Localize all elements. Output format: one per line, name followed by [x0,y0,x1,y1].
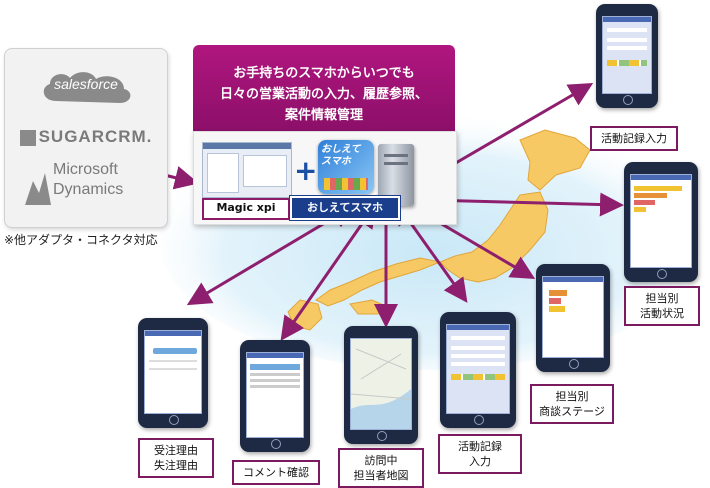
phone-screen [446,324,510,414]
plus-icon: + [294,154,318,187]
home-button [377,431,387,441]
arrow-activity-input-bottom [394,200,468,303]
phone-screen [144,330,202,414]
cloud-icon [43,72,131,103]
phone-screen [350,338,412,430]
caption-negotiation-stage: 担当別 商談ステージ [530,384,614,424]
phone-screen [630,174,692,268]
home-button [169,415,179,425]
caption-activity-input-bottom: 活動記録 入力 [438,434,522,474]
home-button [623,95,633,105]
phone-visit-map [344,326,418,444]
oshiete-sumaho-app-icon: おしえて スマホ [318,140,374,194]
adapter-note: ※他アダプタ・コネクタ対応 [4,233,158,247]
dynamics-icon [25,173,51,205]
map-thumbnail [351,348,411,429]
phone-activity-input-bottom [440,312,516,428]
server-panel: Magic xpi + おしえて スマホ おしえてスマホ [193,131,457,225]
salesforce-logo: salesforce [5,67,167,127]
phone-order-reason [138,318,208,428]
caption-order-reason: 受注理由 失注理由 [138,438,214,478]
crm-systems-panel: salesforce SUGARCRM. Microsoft Dynamics [4,48,168,228]
phone-screen [246,352,304,438]
home-button [569,359,579,369]
magic-xpi-screenshot [202,142,292,198]
oshiete-sumaho-label: おしえてスマホ [289,195,401,221]
phone-activity-input-top [596,4,658,108]
server-icon [378,144,414,206]
home-button [271,439,281,449]
phone-screen [542,276,604,358]
caption-comment-check: コメント確認 [232,460,320,485]
phone-negotiation-stage [536,264,610,372]
magic-xpi-label: Magic xpi [202,198,290,220]
home-button [474,415,484,425]
phone-screen [602,16,652,94]
sugarcube-icon [19,129,36,146]
headline-banner: お手持ちのスマホからいつでも 日々の営業活動の入力、履歴参照、 案件情報管理 [193,45,455,131]
sugarcrm-logo: SUGARCRM. [5,127,167,147]
arrow-order-reason [186,204,356,306]
home-button [657,269,667,279]
caption-activity-status: 担当別 活動状況 [624,286,700,326]
caption-activity-input-top: 活動記録入力 [590,126,678,151]
phone-comment-check [240,340,310,452]
caption-visit-map: 訪問中 担当者地図 [338,448,424,488]
phone-activity-status [624,162,698,282]
